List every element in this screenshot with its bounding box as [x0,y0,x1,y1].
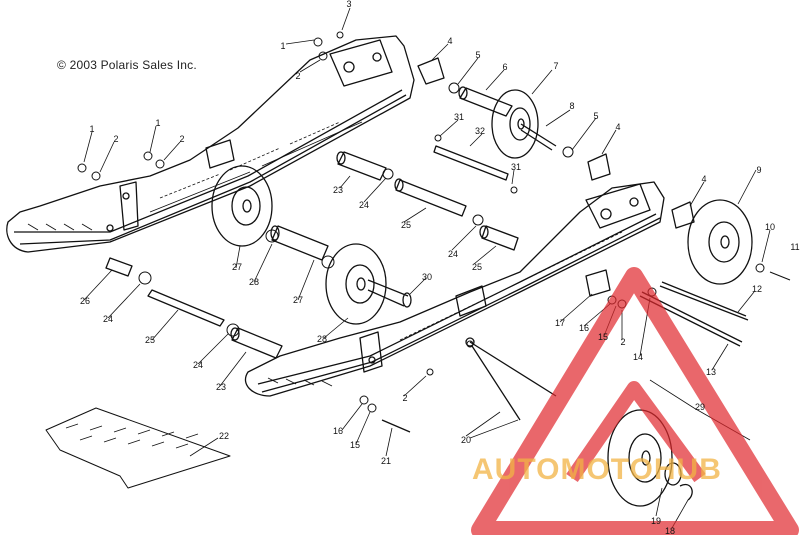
callout-label: 18 [664,526,676,536]
callout-label: 28 [316,334,328,344]
bumper-blocks [417,57,695,297]
callout-label: 21 [380,456,392,466]
slide-22 [45,407,231,489]
callout-label: 22 [218,431,230,441]
callout-label: 5 [475,50,481,60]
callout-label: 2 [113,134,119,144]
callout-label: 15 [597,332,609,342]
callout-label: 25 [400,220,412,230]
callout-label: 15 [349,440,361,450]
callout-label: 1 [155,118,161,128]
callout-label: 23 [332,185,344,195]
wheel-7 [491,89,557,159]
callout-label: 2 [295,71,301,81]
callout-label: 1 [280,41,286,51]
callout-label: 27 [292,295,304,305]
callout-label: 8 [569,101,575,111]
callout-label: 31 [510,162,522,172]
callout-label: 16 [578,323,590,333]
wheel-27 [211,165,273,247]
callout-label: 16 [332,426,344,436]
callout-label: 20 [460,435,472,445]
rail-left [6,35,415,253]
callout-label: 2 [179,134,185,144]
callout-label: 9 [756,165,762,175]
callout-label: 29 [694,402,706,412]
wheel-9 [687,199,753,285]
copyright-text: © 2003 Polaris Sales Inc. [57,58,197,72]
callout-label: 32 [474,126,486,136]
callout-label: 10 [764,222,776,232]
callout-label: 24 [102,314,114,324]
callout-label: 14 [632,352,644,362]
leader-lines [83,7,771,529]
watermark-text: AUTOMOTOHUB [472,453,722,486]
callout-label: 4 [701,174,707,184]
callout-label: 2 [620,337,626,347]
callout-label: 6 [502,62,508,72]
callout-label: 24 [192,360,204,370]
callout-label: 25 [471,262,483,272]
callout-label: 26 [79,296,91,306]
watermark-logo [471,267,799,539]
callout-label: 5 [593,111,599,121]
wheel-29 [607,409,693,507]
callout-label: 7 [553,61,559,71]
callout-label: 4 [615,122,621,132]
callout-label: 23 [215,382,227,392]
callout-label: 25 [144,335,156,345]
callout-label: 12 [751,284,763,294]
callout-label: 1 [89,124,95,134]
callout-label: 30 [421,272,433,282]
callout-label: 24 [447,249,459,259]
callout-label: 3 [346,0,352,9]
callout-label: 27 [231,262,243,272]
callout-label: 2 [402,393,408,403]
washers [77,31,791,413]
callout-label: 11 [790,242,800,252]
callout-label: 31 [453,112,465,122]
rail-right [244,181,665,397]
callout-label: 28 [248,277,260,287]
callout-label: 24 [358,200,370,210]
callout-label: 17 [554,318,566,328]
wheel-30 [325,243,412,325]
callout-label: 4 [447,36,453,46]
callout-label: 13 [705,367,717,377]
tubes-and-shafts [105,86,749,433]
callout-label: 19 [650,516,662,526]
